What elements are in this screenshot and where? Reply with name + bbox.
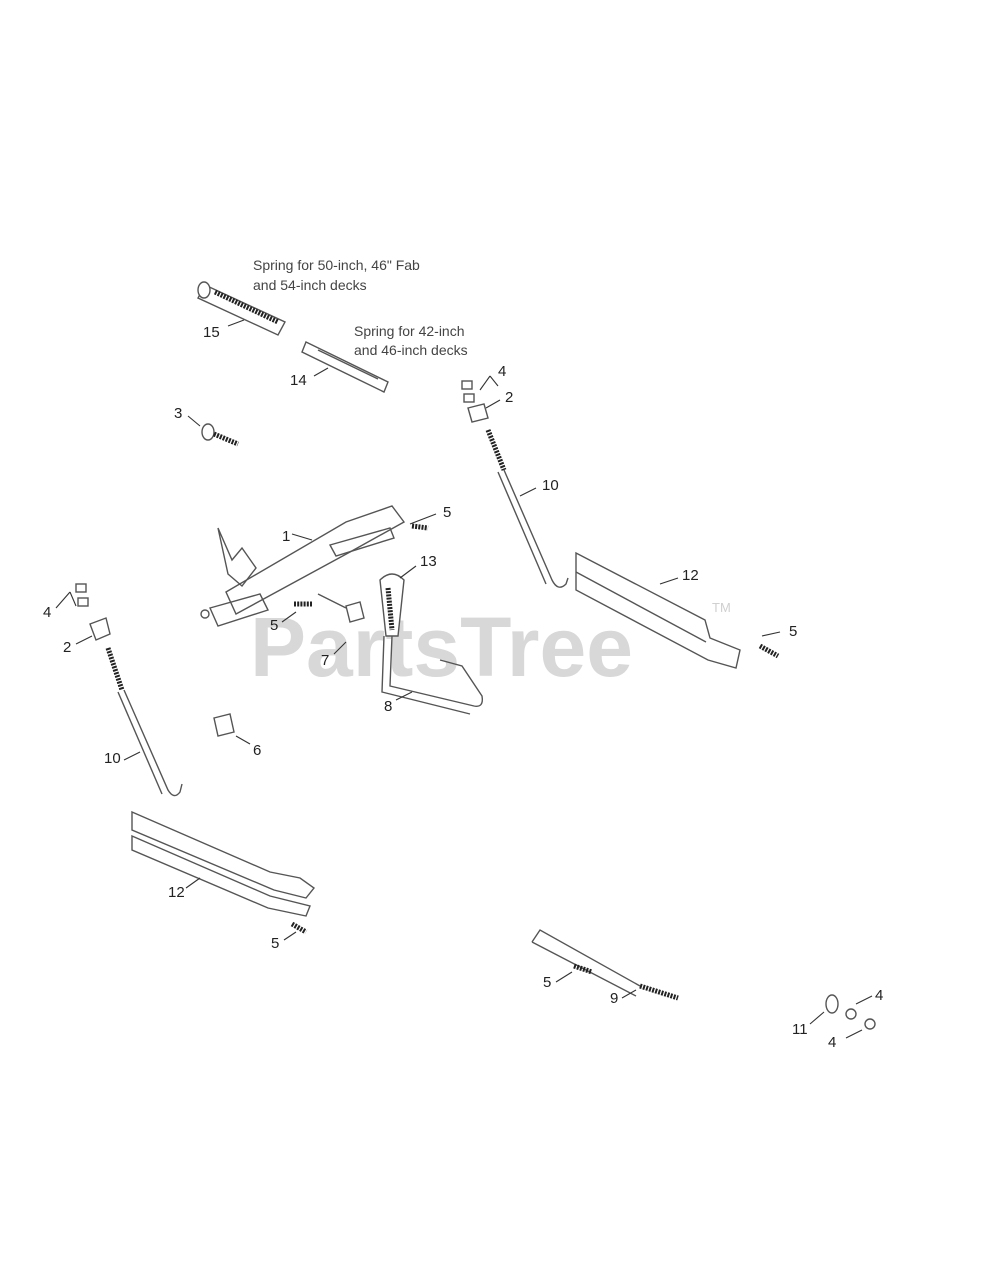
- callout-13: 13: [420, 553, 437, 570]
- callout-15: 15: [203, 324, 220, 341]
- callout-5-bottom: 5: [543, 974, 551, 991]
- callout-4-top: 4: [498, 363, 506, 380]
- note-spring-small-line2: and 46-inch decks: [354, 342, 468, 358]
- callout-7: 7: [321, 652, 329, 669]
- part-4-nuts-left: [75, 583, 89, 607]
- part-9-rod: [531, 929, 679, 1001]
- callout-12-right: 12: [682, 567, 699, 584]
- part-5-pin-lower: [290, 921, 308, 935]
- callout-4-left: 4: [43, 604, 51, 621]
- callout-10-left: 10: [104, 750, 121, 767]
- callout-8: 8: [384, 698, 392, 715]
- callout-1: 1: [282, 528, 290, 545]
- callout-12-left: 12: [168, 884, 185, 901]
- part-5-pin-upper: [411, 523, 429, 531]
- callout-2-top: 2: [505, 389, 513, 406]
- part-12-bracket-left: [131, 810, 316, 917]
- part-2-ferrule-left: [89, 617, 111, 641]
- part-1-lift-lever: [200, 505, 406, 627]
- watermark-trademark: TM: [712, 600, 731, 615]
- part-11-washer: [825, 994, 839, 1014]
- callout-5-lower: 5: [271, 935, 279, 952]
- note-spring-large-line1: Spring for 50-inch, 46" Fab: [253, 257, 420, 273]
- callout-14: 14: [290, 372, 307, 389]
- part-5-pin-right: [758, 643, 780, 659]
- part-4-nuts-bottom-right: [845, 1008, 876, 1030]
- part-13-grip: [379, 573, 405, 637]
- callout-5-right: 5: [789, 623, 797, 640]
- callout-9: 9: [610, 990, 618, 1007]
- callout-10-right: 10: [542, 477, 559, 494]
- part-2-ferrule-top: [467, 403, 489, 423]
- part-15-spring-large: [197, 281, 286, 336]
- watermark-text: PartsTree: [250, 600, 633, 694]
- callout-3: 3: [174, 405, 182, 422]
- part-4-nuts-top: [461, 380, 475, 403]
- part-10-rod-right: [485, 429, 569, 588]
- note-spring-small-line1: Spring for 42-inch: [354, 323, 465, 339]
- part-7-nut: [317, 593, 365, 623]
- callout-11: 11: [792, 1021, 808, 1038]
- part-8-handle: [381, 635, 484, 715]
- note-spring-large-line2: and 54-inch decks: [253, 277, 367, 293]
- leader-lines: [55, 319, 873, 1039]
- callout-5-mid: 5: [270, 617, 278, 634]
- callout-6: 6: [253, 742, 261, 759]
- part-3-bolt: [201, 423, 239, 447]
- callout-4-bottom-right-top: 4: [875, 987, 883, 1004]
- part-6-block: [213, 713, 235, 737]
- callout-4-bottom-right-bottom: 4: [828, 1034, 836, 1051]
- part-12-bracket-right: [575, 551, 741, 669]
- callout-2-left: 2: [63, 639, 71, 656]
- callout-5-upper: 5: [443, 504, 451, 521]
- part-14-spring-small: [301, 341, 389, 393]
- part-10-rod-left: [105, 647, 183, 797]
